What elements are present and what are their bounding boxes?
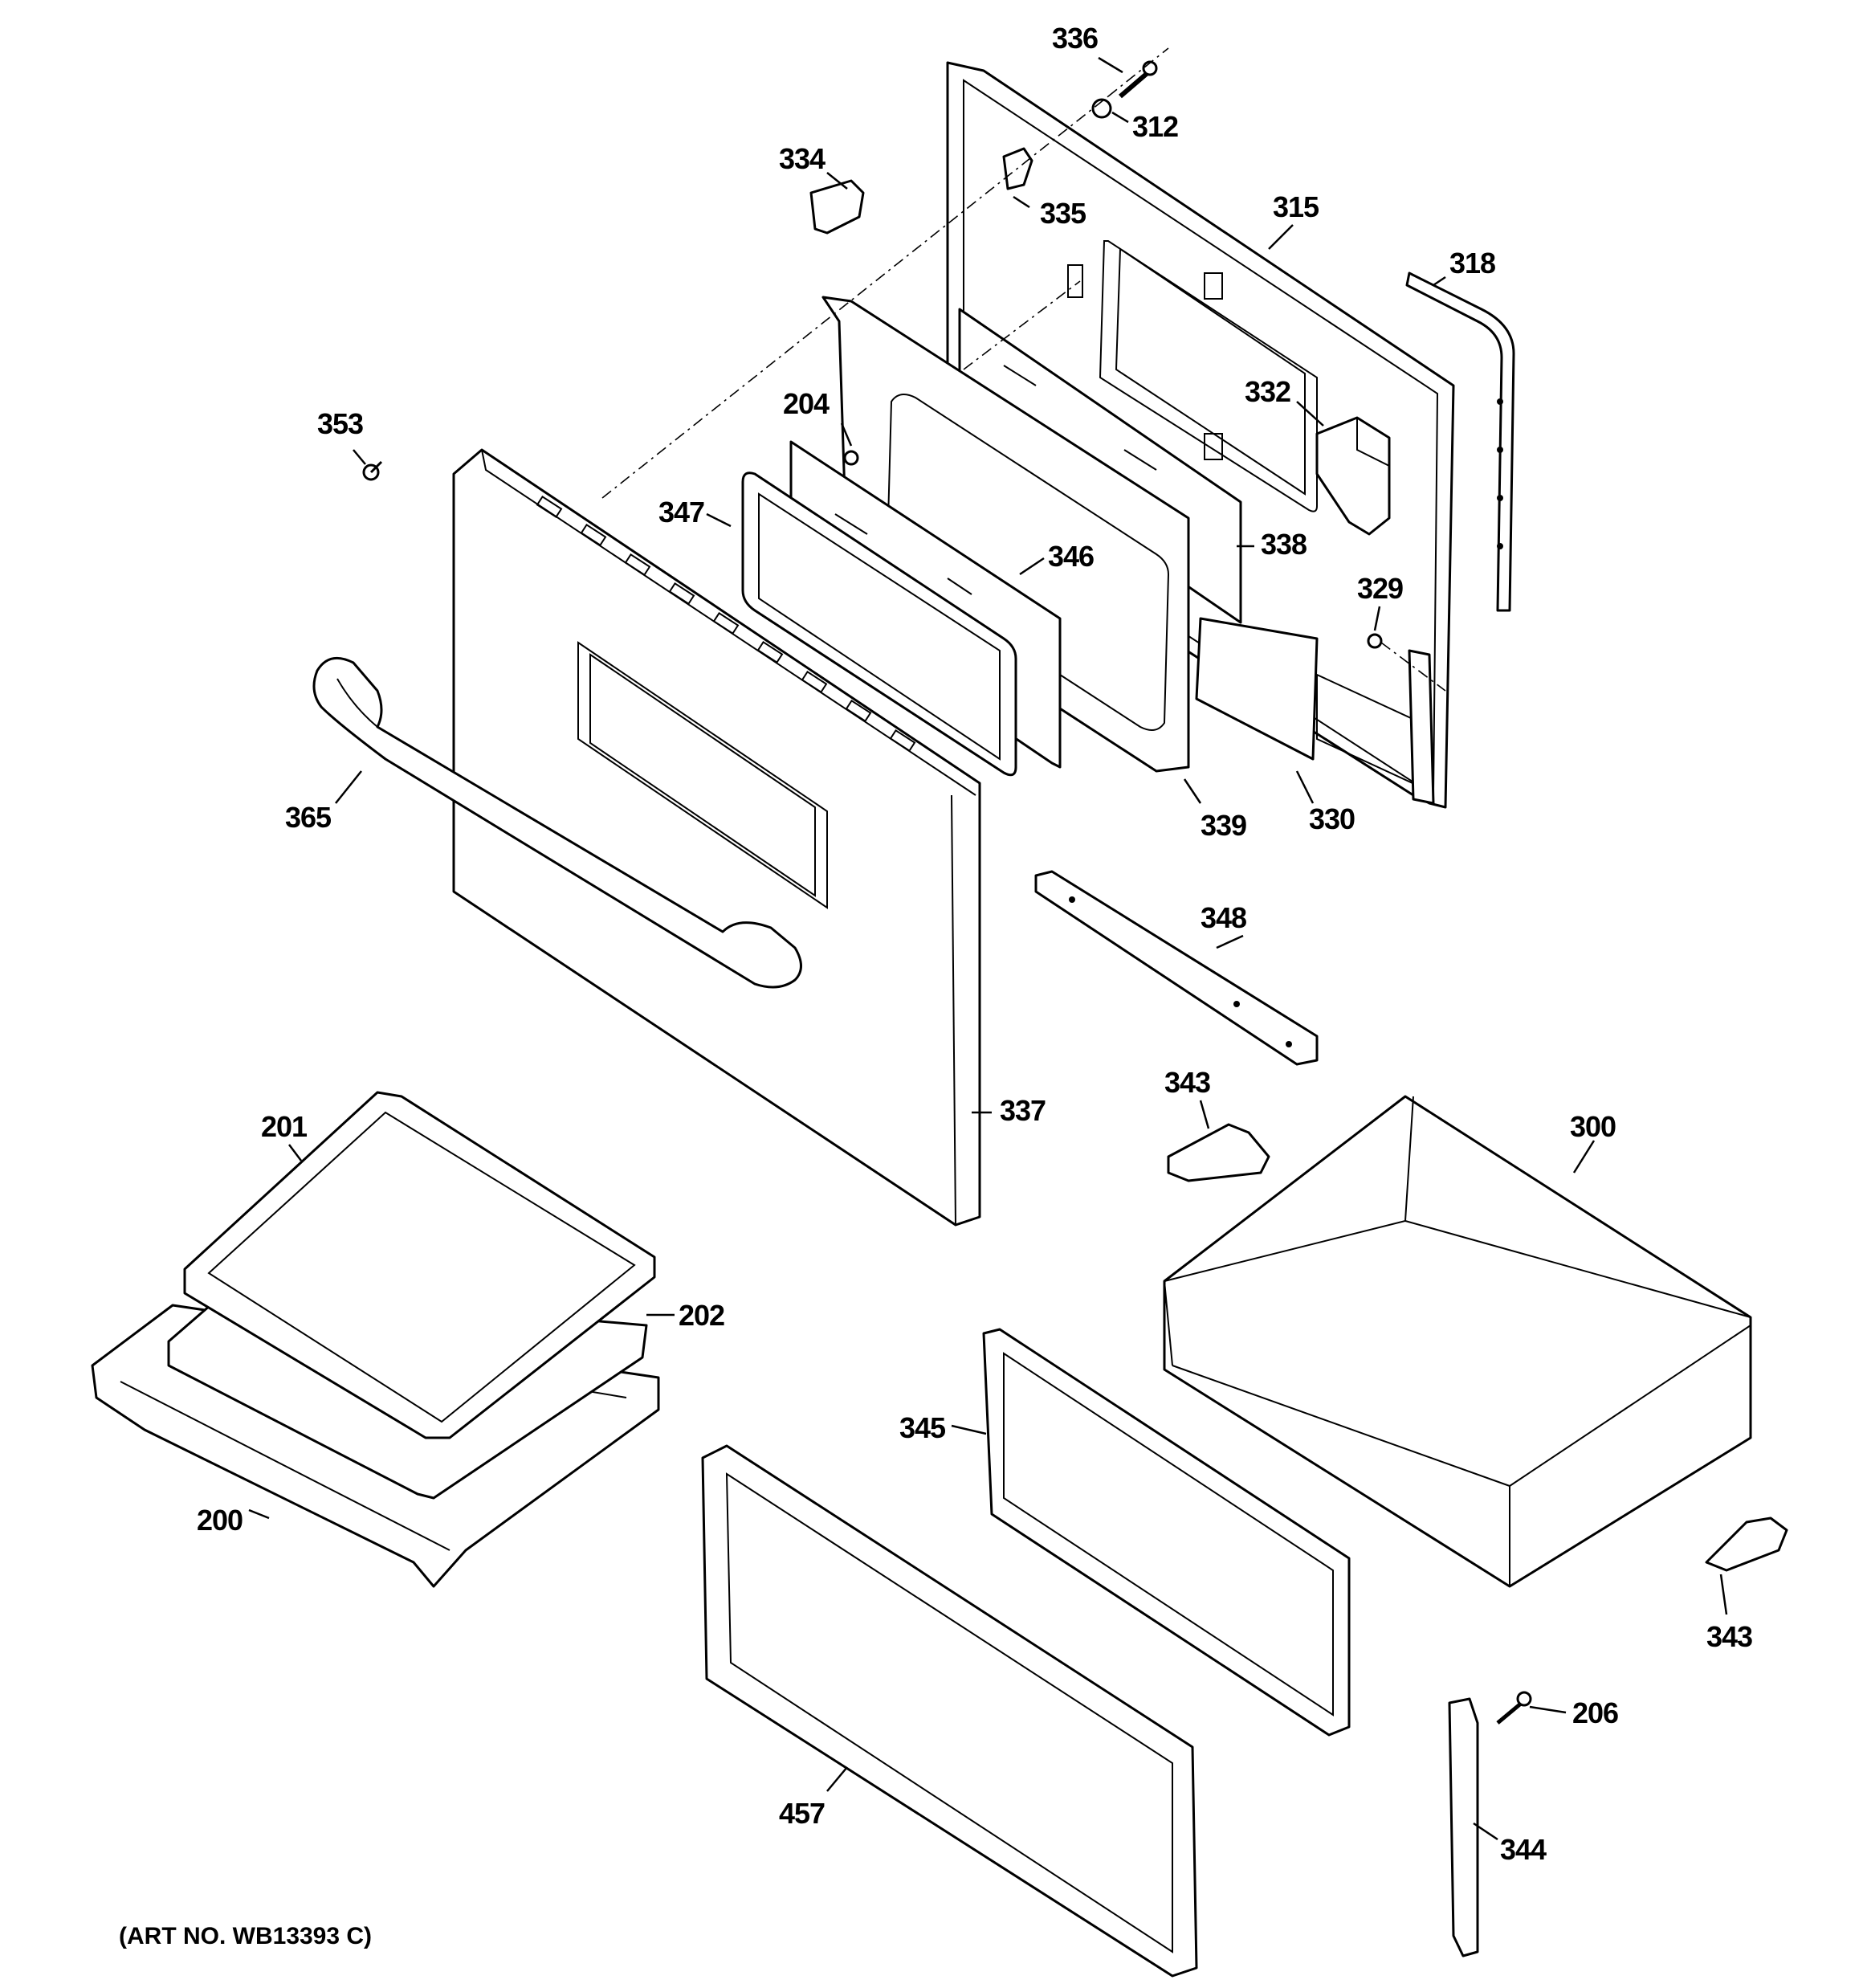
part-345-drawer-inner-panel [982, 1328, 1351, 1737]
part-330-panel [1195, 617, 1319, 761]
callout-332: 332 [1245, 375, 1290, 408]
part-348-drawer-rail [1034, 870, 1319, 1066]
callout-457: 457 [779, 1797, 825, 1830]
callout-315: 315 [1273, 190, 1319, 223]
callout-206: 206 [1572, 1696, 1618, 1729]
callout-337: 337 [1000, 1094, 1046, 1127]
part-343-drawer-slide-left [1167, 1123, 1270, 1182]
hinge-assembly [1408, 649, 1435, 805]
callout-338: 338 [1261, 528, 1307, 561]
callout-329: 329 [1357, 572, 1403, 605]
part-344-side-rail [1448, 1697, 1479, 1957]
callout-318: 318 [1449, 247, 1495, 280]
art-number: (ART NO. WB13393 C) [119, 1923, 372, 1949]
part-347-glass-gasket [741, 471, 1017, 777]
callout-353: 353 [317, 407, 363, 440]
assembly-lines [601, 47, 1446, 692]
part-334-bracket [809, 179, 865, 235]
callout-336: 336 [1052, 22, 1098, 55]
part-206-screw [1496, 1691, 1532, 1725]
callout-334: 334 [779, 142, 826, 175]
callout-365: 365 [285, 801, 332, 834]
callout-346: 346 [1048, 540, 1094, 573]
part-343-drawer-slide-right [1705, 1517, 1788, 1572]
callout-335: 335 [1040, 197, 1086, 230]
part-329-screw [1367, 633, 1383, 649]
part-312-nut [1091, 98, 1112, 119]
part-365-door-handle [312, 656, 802, 989]
callout-330: 330 [1309, 802, 1355, 835]
callout-345: 345 [899, 1411, 946, 1444]
callout-348: 348 [1201, 901, 1246, 934]
callout-343-lower: 343 [1706, 1620, 1752, 1653]
callout-312: 312 [1132, 110, 1178, 143]
callout-344: 344 [1500, 1833, 1547, 1866]
callout-347: 347 [658, 496, 704, 529]
leader-lines [248, 56, 1728, 1841]
part-318-door-gasket [1405, 271, 1515, 612]
part-457-drawer-front [701, 1444, 1198, 1978]
callout-labels: 336 312 334 335 315 318 332 204 353 347 … [197, 22, 1753, 1866]
part-204-screw [843, 450, 859, 466]
callout-204: 204 [783, 387, 830, 420]
part-332-insulation [1315, 416, 1391, 536]
callout-201: 201 [261, 1110, 308, 1143]
part-300-drawer-body [1163, 1095, 1752, 1588]
part-336-screw [1119, 60, 1158, 99]
part-337-outer-door [452, 448, 981, 1227]
callout-300: 300 [1570, 1110, 1616, 1143]
part-353-screw [362, 460, 383, 481]
callout-339: 339 [1201, 809, 1246, 842]
callout-343-upper: 343 [1164, 1066, 1210, 1099]
door-vent-slots [536, 495, 916, 753]
part-201-broiler-grid [183, 1091, 656, 1439]
callout-202: 202 [679, 1299, 724, 1332]
callout-200: 200 [197, 1504, 243, 1537]
